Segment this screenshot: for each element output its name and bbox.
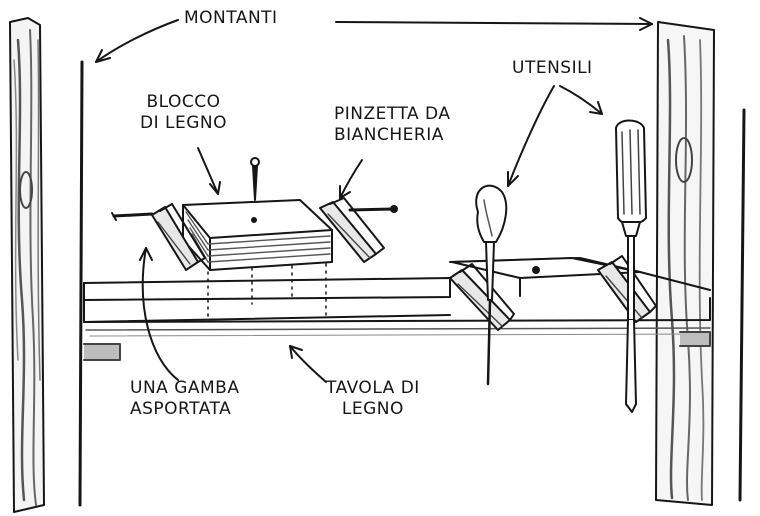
arrow-gamba	[139, 247, 179, 381]
label-wood-block: BLOCCO DI LEGNO	[140, 92, 227, 133]
label-wood-board: TAVOLA DI LEGNO	[326, 378, 420, 419]
label-uprights: MONTANTI	[184, 8, 278, 28]
left-upright	[9, 17, 84, 513]
right-upright	[655, 21, 746, 506]
clothespin-shelf-left	[449, 263, 515, 331]
arrow-utensili-right	[559, 85, 603, 115]
wood-block	[182, 199, 333, 271]
arrow-montanti-left	[95, 19, 179, 63]
clothespin-right	[319, 197, 398, 263]
label-leg-removed: UNA GAMBA ASPORTATA	[130, 378, 240, 419]
arrow-pinzetta	[339, 159, 363, 199]
wood-board	[83, 257, 711, 361]
arrow-tavola	[289, 345, 327, 383]
screw-icon	[250, 157, 260, 201]
shelf-block	[451, 257, 641, 297]
clothespin-shelf-right	[597, 255, 657, 323]
label-tools: UTENSILI	[512, 58, 593, 78]
projection-lines	[207, 263, 327, 321]
arrow-utensili-left	[507, 85, 555, 187]
label-clothespin: PINZETTA DA BIANCHERIA	[334, 104, 451, 145]
arrow-blocco	[197, 147, 221, 195]
clothespin-left	[111, 203, 206, 271]
screwdriver-icon	[615, 119, 647, 413]
awl-tool-icon	[475, 184, 508, 386]
arrow-montanti-right	[335, 17, 653, 31]
